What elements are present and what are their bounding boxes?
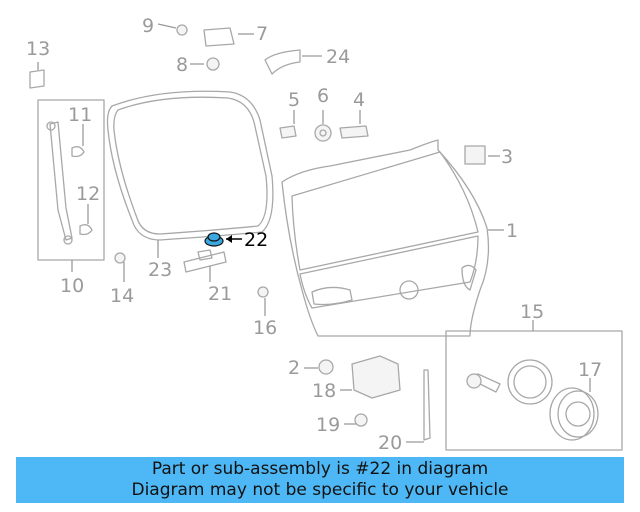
label-14: 14 bbox=[110, 285, 134, 307]
label-21: 21 bbox=[208, 283, 232, 305]
label-22: 22 bbox=[244, 229, 268, 251]
label-8: 8 bbox=[176, 54, 188, 76]
parts-diagram: 9 7 8 24 13 11 12 5 6 4 3 1 10 14 23 21 … bbox=[26, 15, 623, 454]
label-7: 7 bbox=[256, 23, 268, 45]
label-16: 16 bbox=[253, 317, 277, 339]
label-9: 9 bbox=[142, 15, 154, 37]
label-13: 13 bbox=[26, 38, 50, 60]
part-22-highlighted bbox=[204, 232, 224, 247]
info-banner: Part or sub-assembly is #22 in diagram D… bbox=[16, 457, 624, 503]
label-19: 19 bbox=[316, 414, 340, 436]
label-5: 5 bbox=[288, 89, 300, 111]
liftgate-part bbox=[281, 139, 490, 337]
label-4: 4 bbox=[353, 89, 365, 111]
label-1: 1 bbox=[506, 220, 518, 242]
label-24: 24 bbox=[326, 46, 350, 68]
label-11: 11 bbox=[68, 104, 92, 126]
label-17: 17 bbox=[578, 359, 602, 381]
label-23: 23 bbox=[148, 259, 172, 281]
label-3: 3 bbox=[501, 146, 513, 168]
label-15: 15 bbox=[520, 301, 544, 323]
label-10: 10 bbox=[60, 275, 84, 297]
banner-line-1: Part or sub-assembly is #22 in diagram bbox=[151, 459, 489, 479]
strut-box bbox=[37, 99, 105, 261]
label-20: 20 bbox=[378, 432, 402, 454]
label-12: 12 bbox=[76, 183, 100, 205]
label-6: 6 bbox=[317, 85, 329, 107]
label-18: 18 bbox=[312, 380, 336, 402]
label-2: 2 bbox=[288, 357, 300, 379]
emblem-box bbox=[445, 330, 623, 451]
weatherstrip-part bbox=[106, 90, 274, 241]
banner-line-2: Diagram may not be specific to your vehi… bbox=[131, 480, 509, 500]
